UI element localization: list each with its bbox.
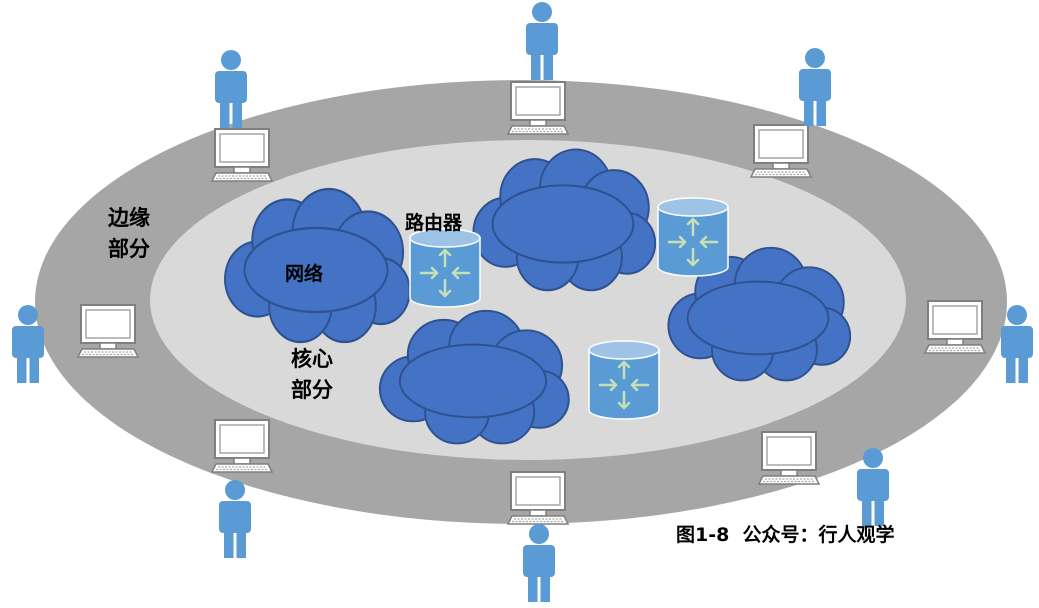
person-icon	[526, 2, 558, 80]
computer-icon	[507, 471, 569, 525]
computer-icon	[211, 128, 273, 182]
computer-icon	[924, 300, 986, 354]
edge-label-line2: 部分	[108, 237, 150, 261]
person-icon	[215, 50, 247, 128]
computer-icon	[77, 304, 139, 358]
computer-icon	[507, 81, 569, 135]
figure-caption: 图1-8 公众号：行人观学	[676, 523, 895, 546]
network-label: 网络	[285, 262, 323, 285]
router-label: 路由器	[405, 211, 463, 234]
router-icon	[587, 339, 661, 421]
core-label-line1: 核心	[291, 347, 333, 371]
computer-icon	[750, 124, 812, 178]
router-icon	[656, 196, 730, 278]
edge-label-line1: 边缘	[108, 206, 150, 230]
person-icon	[799, 48, 831, 126]
computer-icon	[758, 431, 820, 485]
person-icon	[219, 480, 251, 558]
router-icon	[408, 227, 482, 309]
person-icon	[523, 524, 555, 602]
computer-icon	[211, 419, 273, 473]
core-label-line2: 部分	[291, 378, 333, 402]
